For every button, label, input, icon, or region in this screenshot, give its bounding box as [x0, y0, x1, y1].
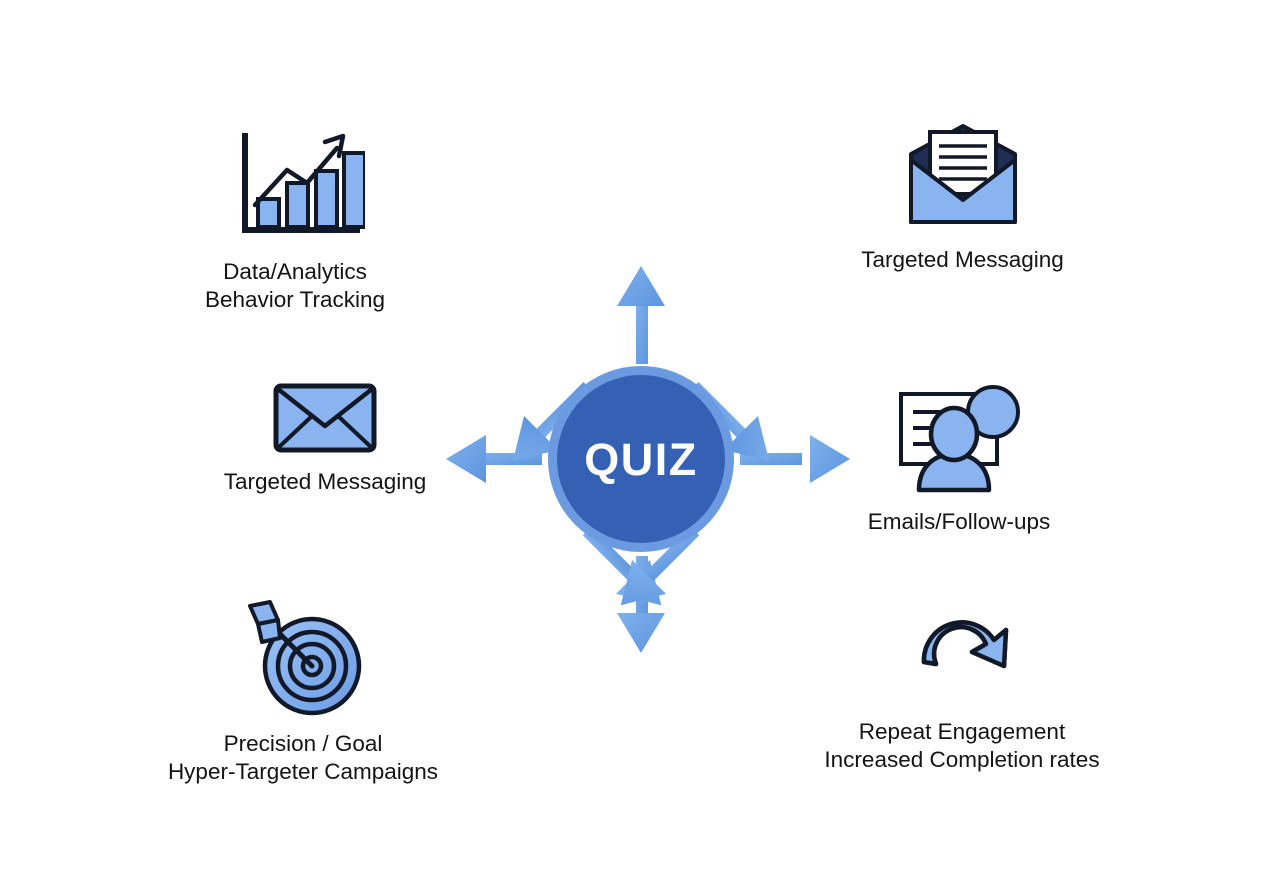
node-label-targeted-messaging-left: Targeted Messaging	[223, 469, 427, 494]
quiz-hub-label: QUIZ	[584, 433, 698, 485]
node-targeted-messaging-top: Targeted Messaging	[840, 120, 1085, 274]
node-data-analytics: Data/Analytics Behavior Tracking	[168, 126, 422, 315]
node-emails-followups: Emails/Follow-ups	[850, 382, 1068, 536]
node-label-emails-followups: Emails/Follow-ups	[867, 509, 1051, 534]
node-repeat-engagement: Repeat Engagement Increased Completion r…	[812, 600, 1112, 775]
target-arrow-icon	[248, 600, 362, 716]
node-label-data-analytics: Data/Analytics Behavior Tracking	[204, 259, 386, 313]
open-envelope-letter-icon	[908, 124, 1017, 224]
node-targeted-messaging-left: Targeted Messaging	[205, 382, 445, 496]
node-precision-goal: Precision / Goal Hyper-Targeter Campaign…	[158, 596, 448, 787]
node-label-targeted-messaging-top: Targeted Messaging	[861, 247, 1064, 272]
arrow-down-right	[620, 526, 700, 606]
person-presentation-speech-icon	[899, 385, 1020, 493]
quiz-hub-core: QUIZ	[557, 375, 725, 543]
bar-chart-growth-icon	[242, 133, 365, 233]
envelope-icon	[273, 383, 377, 453]
node-label-precision-goal: Precision / Goal Hyper-Targeter Campaign…	[167, 731, 439, 785]
node-label-repeat-engagement: Repeat Engagement Increased Completion r…	[824, 719, 1100, 773]
arrow-up	[617, 266, 665, 364]
refresh-cycle-icon	[921, 620, 1009, 669]
quiz-hub: QUIZ	[548, 366, 734, 552]
